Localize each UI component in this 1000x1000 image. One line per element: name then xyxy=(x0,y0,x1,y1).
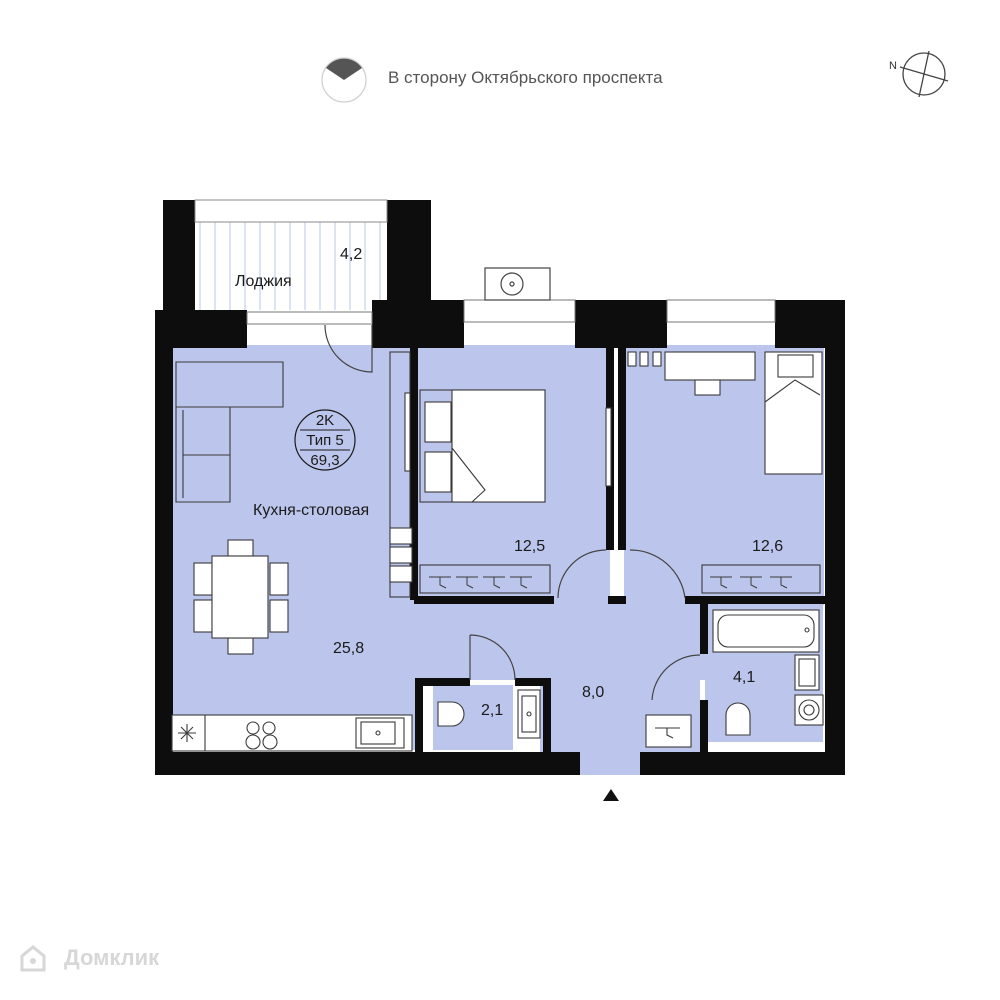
toilet-area: 2,1 xyxy=(481,702,503,719)
bathroom-area: 4,1 xyxy=(733,669,755,686)
refrigerator-icon xyxy=(178,724,196,742)
hall-area: 8,0 xyxy=(582,684,604,701)
compass-north-label: N xyxy=(889,60,897,72)
bedroom2-furniture xyxy=(627,351,823,594)
sun-direction-icon xyxy=(321,57,367,103)
wardrobe-hangers-2 xyxy=(710,576,792,589)
compass-icon xyxy=(899,50,949,98)
watermark: Домклик xyxy=(18,944,159,972)
walls xyxy=(155,199,845,775)
kitchen-area: 25,8 xyxy=(333,640,364,657)
windows xyxy=(246,299,776,325)
total-area: 69,3 xyxy=(310,452,339,469)
apartment-badge: 2K Тип 5 69,3 xyxy=(294,409,356,471)
bathroom-fixtures xyxy=(645,609,824,748)
toilet-fixtures xyxy=(437,689,541,739)
house-logo-icon xyxy=(20,945,46,972)
apartment-type: Тип 5 xyxy=(306,432,344,449)
bedroom1-furniture xyxy=(404,389,612,594)
loggia-name: Лоджия xyxy=(235,273,292,290)
bedroom2-area: 12,6 xyxy=(752,538,783,555)
loggia-area: 4,2 xyxy=(340,246,362,263)
kitchen-name: Кухня-столовая xyxy=(253,502,369,519)
bedroom1-area: 12,5 xyxy=(514,538,545,555)
air-conditioner-icon xyxy=(484,267,551,301)
wardrobe-hangers xyxy=(429,576,532,589)
direction-label: В сторону Октябрьского проспекта xyxy=(388,68,663,87)
doors xyxy=(324,324,701,701)
entrance-marker-icon xyxy=(603,789,619,801)
kitchen-furniture xyxy=(171,351,413,752)
watermark-text: Домклик xyxy=(64,945,160,970)
rooms-code: 2K xyxy=(316,412,334,429)
